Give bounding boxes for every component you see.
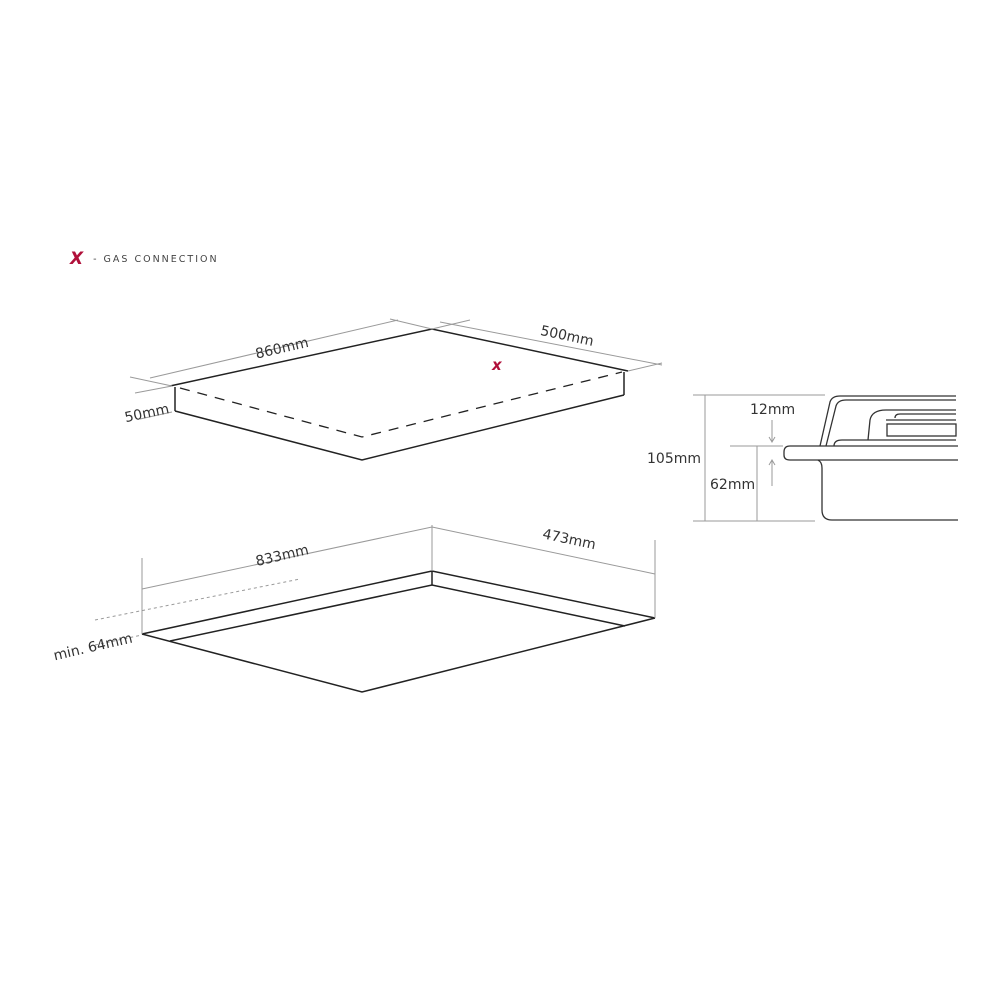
burner-ring [894, 413, 956, 419]
burner-base [833, 439, 956, 447]
dim-ext [129, 376, 173, 387]
dim-line-860 [149, 319, 399, 379]
legend: X - GAS CONNECTION [70, 251, 219, 268]
dim-860-label: 860mm [254, 335, 310, 363]
legend-label: - GAS CONNECTION [93, 254, 219, 265]
worktop [783, 445, 958, 461]
gas-connection-marker-icon: x [491, 356, 503, 374]
burner-cap [867, 409, 956, 441]
pan-support [819, 395, 956, 447]
dim-833-label: 833mm [254, 542, 310, 570]
pan-support [825, 399, 956, 447]
dim-ext [389, 318, 433, 330]
dim-473-label: 473mm [541, 526, 597, 553]
dim-ext [627, 362, 663, 372]
dim-line-500 [439, 321, 663, 366]
dim-line-833 [141, 526, 433, 590]
dim-105-label: 105mm [647, 451, 701, 467]
cutout-top-edge [141, 570, 656, 635]
cutout-bottom-edge [141, 617, 656, 693]
dim-ext [134, 385, 173, 394]
dim-62-label: 62mm [710, 477, 755, 493]
dim-50-label: 50mm [123, 401, 170, 426]
burner-ring [886, 423, 957, 437]
arrow-up-icon [768, 459, 776, 466]
dim-dotted [94, 634, 143, 646]
arrow-down-icon [768, 436, 776, 443]
hob-isometric: 860mm 500mm 50mm x [123, 318, 663, 461]
hob-hidden-edge [179, 371, 623, 438]
dim-min64-label: min. 64mm [52, 631, 134, 665]
dim-dotted [94, 578, 301, 621]
hob-body [817, 459, 958, 521]
cutout-isometric: 833mm 473mm min. 64mm [52, 525, 656, 693]
dim-ext [431, 319, 471, 330]
dim-500-label: 500mm [539, 323, 595, 350]
hob-bottom-edge [174, 394, 625, 461]
dim-12-label: 12mm [750, 402, 795, 418]
side-profile: 105mm 12mm 62mm [647, 394, 958, 522]
dim-line-473 [431, 526, 656, 575]
dim-ext [139, 411, 173, 420]
gas-connection-x-icon: X [70, 249, 84, 269]
